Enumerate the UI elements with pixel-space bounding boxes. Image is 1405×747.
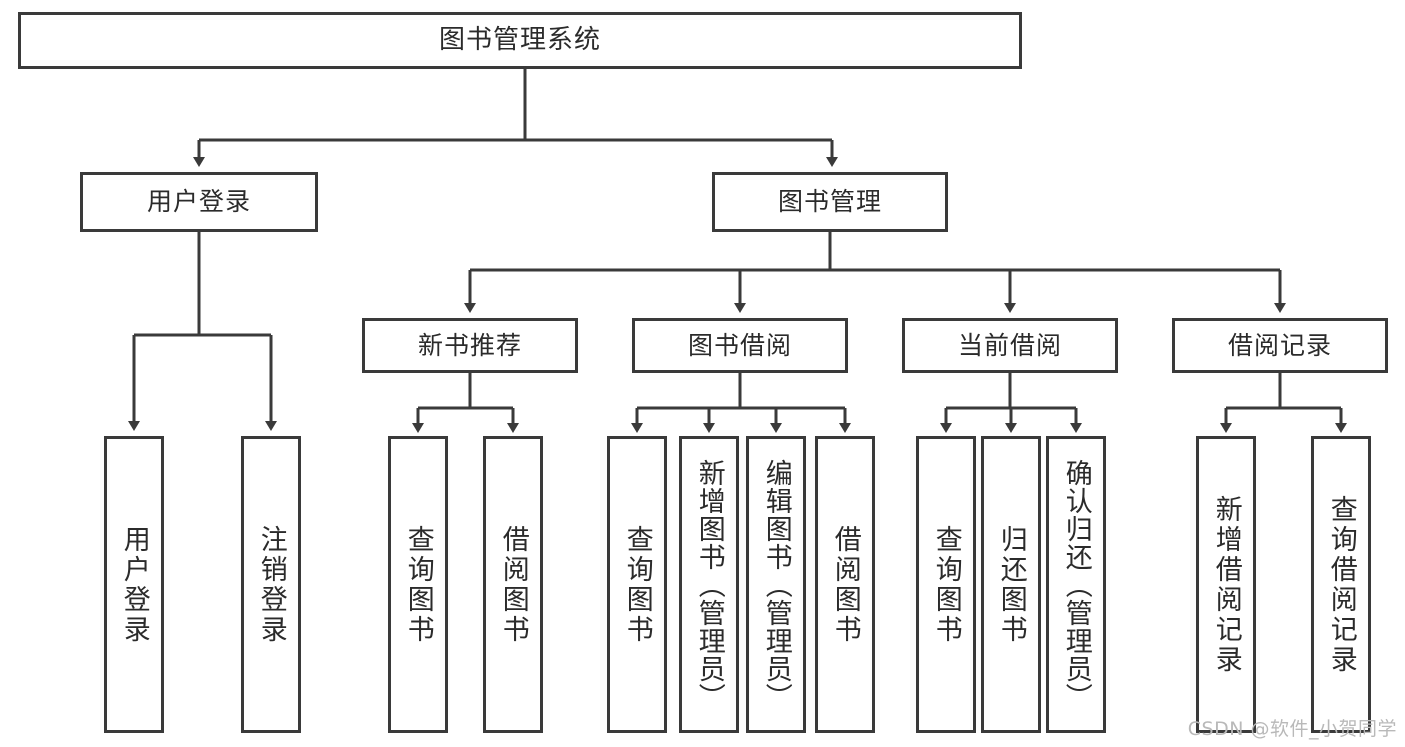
node-leaf-query-book-2[interactable]: 查询图书 [607,436,667,733]
node-user-login-label: 用户登录 [146,187,251,217]
node-leaf-return-book[interactable]: 归还图书 [981,436,1041,733]
node-book-management[interactable]: 图书管理 [712,172,948,232]
node-leaf-confirm-return[interactable]: 确认归还（管理员） [1046,436,1106,733]
node-leaf-logout-login[interactable]: 注销登录 [241,436,301,733]
node-leaf-query-book-3-label: 查询图书 [930,524,962,645]
node-leaf-edit-book-label: 编辑图书（管理员） [760,458,792,711]
node-leaf-query-book-1[interactable]: 查询图书 [388,436,448,733]
node-current-borrow-label: 当前借阅 [957,330,1062,360]
node-book-management-label: 图书管理 [777,187,882,217]
node-leaf-query-book-2-label: 查询图书 [621,524,653,645]
node-leaf-confirm-return-label: 确认归还（管理员） [1060,458,1092,711]
node-current-borrow[interactable]: 当前借阅 [902,318,1118,373]
node-root[interactable]: 图书管理系统 [18,12,1022,69]
node-new-book-recommend-label: 新书推荐 [417,330,522,360]
node-book-borrow-label: 图书借阅 [687,330,792,360]
watermark: CSDN @软件_小贺同学 [1187,718,1397,740]
node-leaf-borrow-book-2[interactable]: 借阅图书 [815,436,875,733]
node-leaf-user-login[interactable]: 用户登录 [104,436,164,733]
node-new-book-recommend[interactable]: 新书推荐 [362,318,578,373]
node-leaf-query-book-3[interactable]: 查询图书 [916,436,976,733]
node-leaf-borrow-book-1-label: 借阅图书 [497,524,529,645]
node-borrow-record-label: 借阅记录 [1227,330,1332,360]
node-book-borrow[interactable]: 图书借阅 [632,318,848,373]
node-leaf-borrow-book-2-label: 借阅图书 [829,524,861,645]
node-leaf-add-book[interactable]: 新增图书（管理员） [679,436,739,733]
node-leaf-edit-book[interactable]: 编辑图书（管理员） [746,436,806,733]
node-leaf-add-record-label: 新增借阅记录 [1210,494,1242,675]
node-leaf-query-record[interactable]: 查询借阅记录 [1311,436,1371,733]
node-user-login[interactable]: 用户登录 [80,172,318,232]
node-borrow-record[interactable]: 借阅记录 [1172,318,1388,373]
node-leaf-return-book-label: 归还图书 [995,524,1027,645]
node-leaf-query-record-label: 查询借阅记录 [1325,494,1357,675]
node-leaf-add-book-label: 新增图书（管理员） [693,458,725,711]
node-leaf-logout-login-label: 注销登录 [255,524,287,645]
node-leaf-query-book-1-label: 查询图书 [402,524,434,645]
node-leaf-add-record[interactable]: 新增借阅记录 [1196,436,1256,733]
node-root-label: 图书管理系统 [438,25,601,56]
node-leaf-user-login-label: 用户登录 [118,524,150,645]
node-leaf-borrow-book-1[interactable]: 借阅图书 [483,436,543,733]
